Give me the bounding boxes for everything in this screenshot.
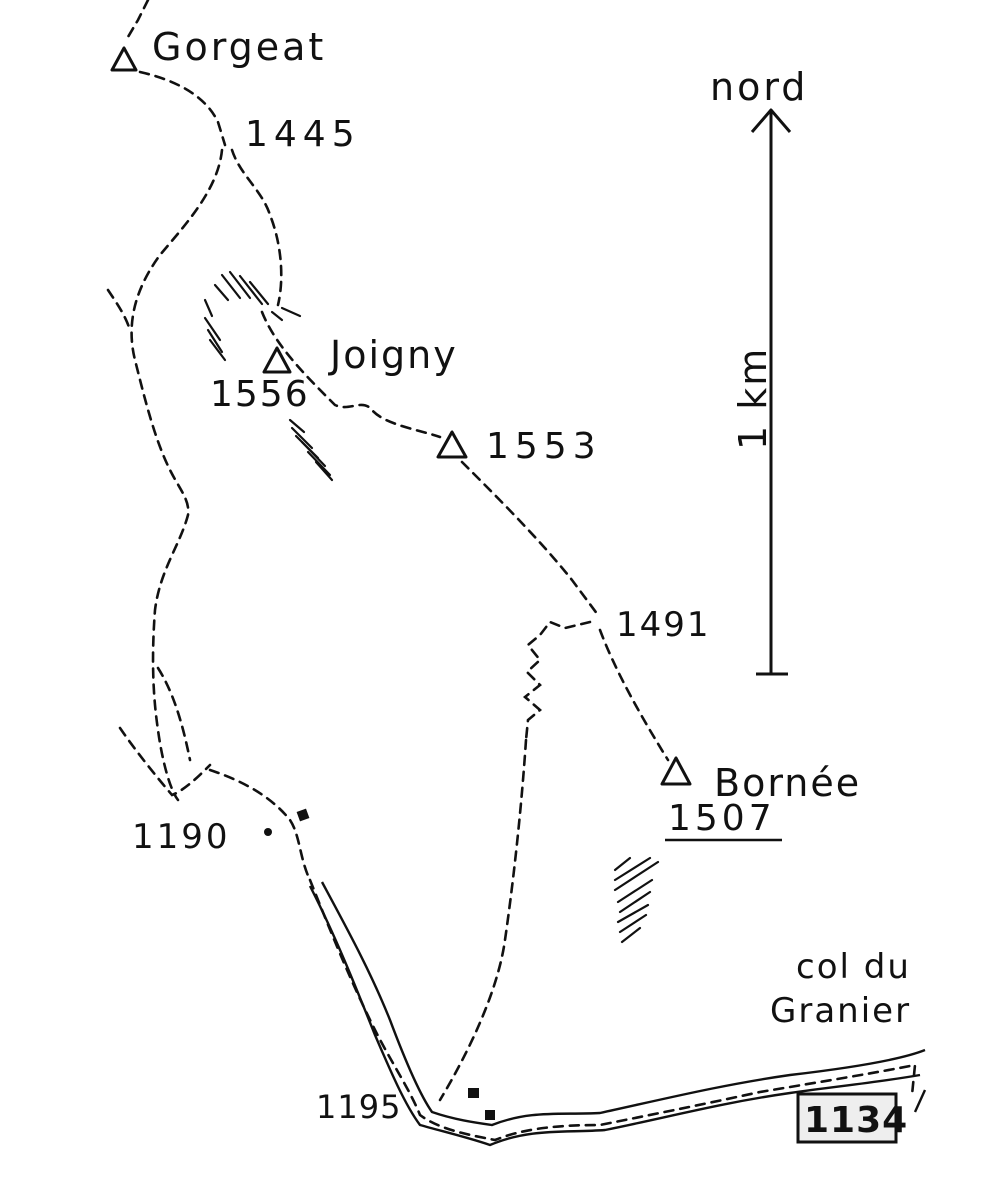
summit-marker-joigny [262,346,292,374]
trail-joigny-to-1553 [260,310,442,439]
scale-label: 1 km [731,347,775,450]
trail-1491-to-bornee [598,628,670,762]
summit-marker-gorgeat [110,46,138,72]
trail-west-branch [106,288,132,332]
trail-1190-to-1195 [308,878,917,1142]
spot-height-1491: 1491 [616,605,711,645]
trail-to-1190 [208,768,312,882]
summit-elevation-bornee: 1507 [668,798,776,839]
cliff-hatching-bornee [613,856,660,944]
north-arrow-scale: nord 1 km [710,65,808,676]
spot-height-1195: 1195 [316,1088,401,1126]
spot-height-1445: 1445 [245,114,361,155]
road-edge-south [308,885,921,1147]
summit-label-bornee: Bornée [714,761,861,805]
north-arrow-head [750,108,792,133]
building-marker-1195-b [485,1110,495,1120]
trail-1445-to-joigny [230,148,283,307]
pass-label-line1: col du [796,947,911,987]
point-marker-1190 [264,828,272,836]
trail-gorgeat-to-1445 [138,70,227,147]
summit-label-gorgeat: Gorgeat [152,25,326,69]
road-edge-north [320,881,926,1127]
trail-southwest-branch [118,726,212,797]
building-marker-1195-a [468,1088,479,1098]
summit-marker-1553 [436,430,468,459]
summit-elevation-joigny: 1556 [210,374,310,415]
trail-west-main [130,148,224,802]
cliff-hatching-joigny-north [203,270,302,362]
trail-network [106,0,917,1142]
pass-elevation-box [796,1092,898,1144]
pass-label-line2: Granier [770,991,911,1031]
cliff-hatching-joigny-south [288,418,334,482]
summit-elevation-1553: 1553 [486,426,602,467]
road-col-du-granier [308,881,927,1147]
spot-height-1190: 1190 [132,817,231,857]
trail-zigzag-descent [522,620,592,742]
trail-descent-to-1195 [438,738,528,1102]
road-branch-east [913,1089,927,1113]
pass-elevation: 1134 [804,1100,908,1141]
trail-north-approach [123,0,150,44]
trail-1553-to-1491 [460,460,600,617]
summit-marker-bornee [660,756,692,786]
summit-label-joigny: Joigny [328,333,458,377]
trail-southwest-spur [156,666,192,762]
north-label: nord [710,65,808,109]
building-marker-1190 [296,808,310,822]
